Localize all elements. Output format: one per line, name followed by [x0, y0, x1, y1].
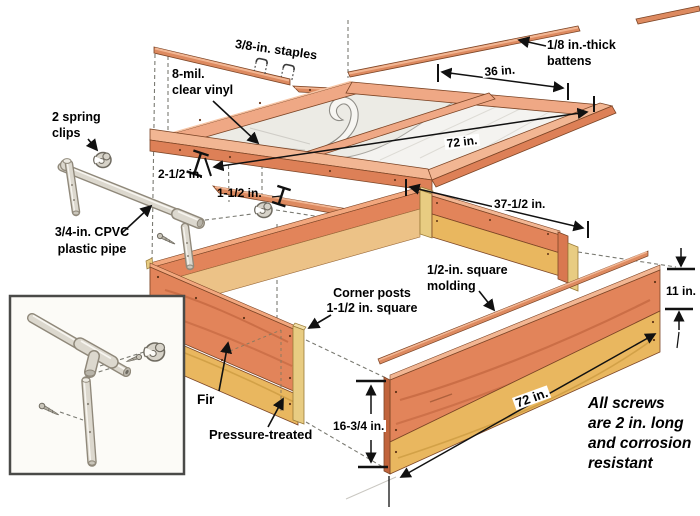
label-vinyl-line2: clear vinyl — [172, 83, 234, 97]
note-line4: resistant — [588, 455, 653, 472]
label-clips-line2: clips — [52, 126, 81, 140]
label-vinyl-line1: 8-mil. — [172, 67, 205, 81]
label-corner-posts-line2: 1-1/2 in. square — [326, 301, 418, 315]
label-leader-arrows — [85, 36, 547, 428]
staple-icon — [280, 63, 295, 81]
label-molding-line1: 1/2-in. square — [427, 263, 508, 277]
dim-rail-wide: 2-1/2 in. — [158, 167, 203, 181]
dim-rail-narrow: 1-1/2 in. — [217, 186, 262, 200]
dimension-lines — [204, 64, 695, 507]
batten-strip — [635, 5, 700, 25]
inset-detail — [8, 294, 186, 476]
dim-box-height: 16-3/4 in. — [331, 419, 387, 433]
note-line3: and corrosion — [588, 435, 692, 452]
spring-clip-icon — [93, 151, 112, 169]
battens-group — [153, 5, 700, 99]
label-pipe-line2: plastic pipe — [57, 242, 127, 256]
label-clips-line1: 2 spring — [52, 110, 101, 124]
screw-icon — [125, 353, 143, 362]
corner-post — [567, 242, 579, 292]
front-panel-end — [383, 376, 391, 475]
spring-clip-icon — [143, 342, 166, 362]
dim-end-panel: 37-1/2 in. — [492, 197, 548, 211]
width-marker-2-5 — [186, 149, 209, 178]
label-pipe-line1: 3/4-in. CPVC — [54, 225, 130, 239]
note-line2: are 2 in. long — [588, 415, 684, 432]
label-pressure-treated: Pressure-treated — [209, 427, 313, 442]
screw-icon — [156, 232, 176, 245]
label-battens-line2: battens — [547, 54, 592, 68]
dim-lid-half: 36 in. — [482, 62, 518, 79]
screw-icon — [38, 402, 59, 416]
label-battens-line1: 1/8 in.-thick — [547, 38, 616, 52]
width-marker-1-5 — [271, 184, 292, 208]
label-fir: Fir — [197, 392, 215, 407]
note-line1: All screws — [588, 395, 665, 412]
dim-board-width: 11 in. — [666, 284, 697, 298]
cpvc-pipe-assembly — [57, 158, 205, 271]
end-panel-cap — [557, 231, 569, 284]
staple-icon — [253, 57, 268, 75]
spring-clip-icon — [254, 201, 273, 219]
label-corner-posts-line1: Corner posts — [333, 286, 411, 300]
label-molding-line2: molding — [427, 279, 476, 293]
